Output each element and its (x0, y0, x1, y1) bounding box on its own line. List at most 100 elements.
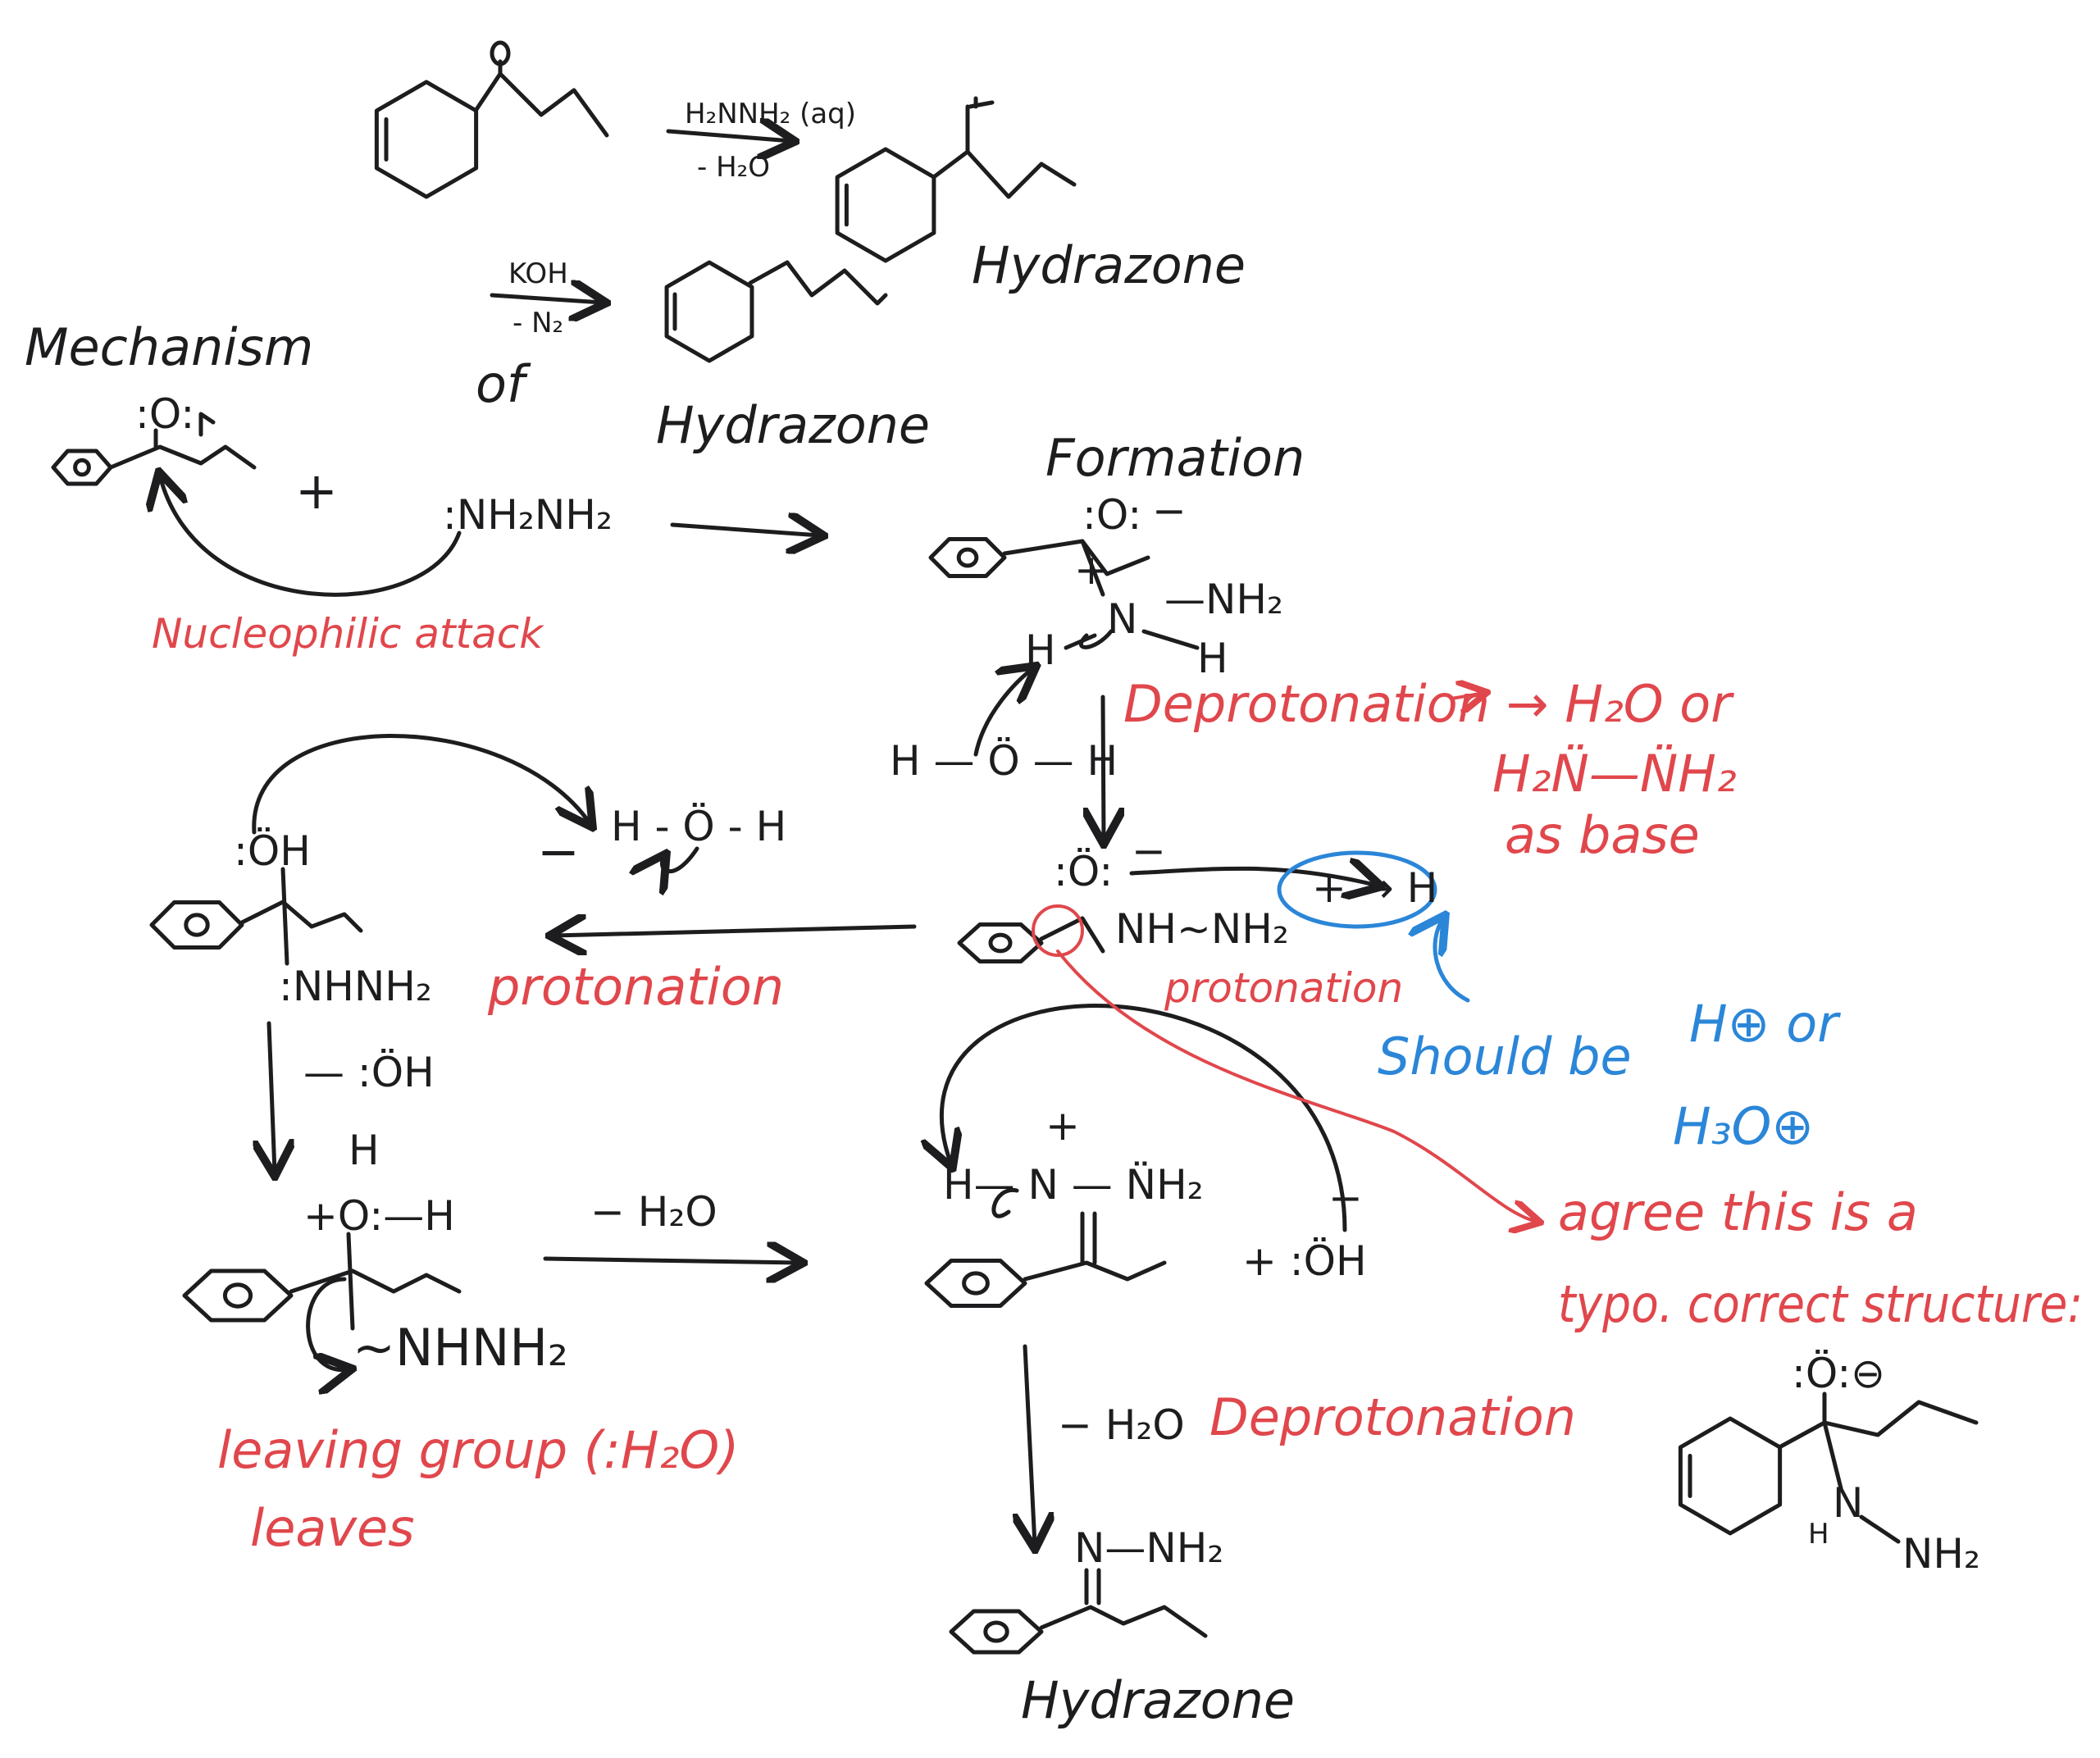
int5-to-final-arrow (1025, 1344, 1035, 1546)
final-benzene-ring-aromatic-circle (983, 1620, 1009, 1643)
step1-electron-arrow (198, 412, 216, 437)
int4-vertical-bond (346, 1232, 355, 1331)
deprotonation-arrow (1103, 695, 1104, 840)
reagent-minus-water: - H₂O (697, 151, 770, 184)
int3-nhnh2: :NHNH₂ (279, 963, 432, 1010)
int1-n-curl (1079, 629, 1114, 649)
correct-structure-chain (1777, 1400, 1979, 1450)
int2-chain: NH∼NH₂ (1115, 905, 1289, 953)
hydrazone-chain (932, 149, 1077, 199)
title-mechanism: Mechanism (25, 317, 313, 377)
ketone-benzene-ring (374, 80, 479, 199)
int5-chain (1023, 1260, 1167, 1282)
final-hydrazone-label: Hydrazone (1021, 1670, 1295, 1730)
int2-benzene-ring (957, 922, 1044, 963)
int2-oxygen: :Ö: (1054, 848, 1113, 895)
blue-comment-should-be: Should be (1378, 1027, 1632, 1086)
reaction-arrow-1 (666, 131, 791, 141)
int2-protonation-label: protonation (1164, 964, 1403, 1012)
int1-water: H — Ö — H (890, 737, 1118, 785)
int1-h-left: H (1025, 626, 1056, 674)
step1-annotation: Nucleophilic attack (152, 610, 544, 658)
butylbenzene-chain (748, 260, 888, 306)
product-hydrazone-label: Hydrazone (972, 235, 1246, 295)
int4-h-top: H (348, 1127, 380, 1174)
reagent-minus-n2: - N₂ (512, 307, 563, 339)
int5-minus-water: − H₂O (1058, 1401, 1185, 1449)
step1-reaction-arrow (670, 525, 820, 535)
step1-chain (108, 444, 257, 470)
final-benzene-ring (949, 1609, 1044, 1655)
int4-benzene-ring (182, 1268, 294, 1323)
int1-benzene-ring (928, 537, 1007, 578)
int2-benzene-ring-aromatic-circle (988, 932, 1013, 954)
final-chain (1039, 1605, 1208, 1638)
correct-structure-cn-bond (1822, 1420, 1843, 1491)
int4-leaving-group-label: leaving group (:H₂O) (217, 1420, 739, 1480)
reagent-hydrazine: H₂NNH₂ (aq) (685, 98, 856, 130)
int3-to-int4-arrow (269, 1021, 275, 1173)
int1-n-plus: + (1074, 546, 1109, 594)
title-formation: Formation (1045, 428, 1305, 488)
int5-iminium: H— N — N̈H₂ (943, 1161, 1204, 1209)
step1-benzene-ring-aromatic-circle (73, 458, 91, 477)
int1-benzene-ring-aromatic-circle (956, 547, 979, 568)
correct-structure-oxygen: :Ö:⊖ (1792, 1350, 1885, 1397)
structure-drawings (51, 40, 1979, 1655)
int1-oxygen-charge: − (1152, 487, 1187, 535)
int2-proton: + → H (1312, 864, 1437, 912)
title-hydrazone: Hydrazone (656, 395, 930, 455)
final-hydrazine-group: N—NH₂ (1074, 1524, 1223, 1572)
int3-vertical-bond (280, 867, 289, 966)
int3-benzene-ring-aromatic-circle (184, 913, 210, 937)
red-comment-agree: agree this is a (1558, 1182, 1918, 1242)
deprotonation-base-hydrazine: H₂N̈—N̈H₂ (1492, 744, 1737, 804)
int4-curl-arrow (306, 1277, 348, 1370)
correct-structure-h: H (1808, 1518, 1829, 1551)
int3-protonation-label: protonation (487, 957, 784, 1017)
int3-curl-arrow (662, 849, 699, 872)
int5-benzene-ring (924, 1259, 1027, 1308)
step1-nucleophilic-arrow (160, 476, 462, 597)
int3-benzene-ring (149, 900, 244, 950)
int2-blue-circle (1277, 850, 1437, 929)
int5-hydroxide: + :ÖH (1242, 1237, 1367, 1285)
int5-electron-arrow (941, 1004, 1347, 1232)
int3-hydroxide: — :ÖH (303, 1049, 435, 1096)
blue-comment-h-plus: H⊕ or (1689, 994, 1841, 1054)
int2-oxygen-charge: − (1132, 827, 1166, 875)
red-comment-typo: typo. correct structure: (1558, 1274, 2083, 1334)
int1-cn-bond (1080, 539, 1105, 597)
blue-comment-h3o: H₃O⊕ (1673, 1096, 1814, 1156)
int1-chain (1002, 539, 1150, 576)
int4-to-int5-arrow (543, 1259, 799, 1263)
int3-electron-arrow (252, 734, 590, 832)
int1-nh-bond (1141, 629, 1200, 650)
int4-oxonium: +O:—H (303, 1192, 455, 1240)
step1-benzene-ring (51, 449, 113, 486)
reagent-koh: KOH (508, 257, 568, 290)
int3-dash: − (537, 822, 580, 881)
int2-electron-arrow (1129, 868, 1378, 886)
int5-deprotonation-label: Deprotonation (1209, 1387, 1576, 1447)
int4-chain (289, 1268, 462, 1294)
step1-carbonyl-oxygen: :O: (135, 390, 194, 438)
ketone-chain (473, 71, 609, 138)
correct-structure-nn-bond (1859, 1514, 1901, 1544)
hydrazone-nn-bond (968, 100, 995, 109)
ketone-oxygen (490, 40, 511, 66)
int1-nh2: —NH₂ (1164, 576, 1283, 623)
int1-water-arrow (973, 668, 1033, 757)
int5-plus: + (1045, 1102, 1080, 1150)
correct-structure-benzene-ring (1678, 1416, 1783, 1536)
int1-n: N (1107, 595, 1137, 643)
int3-water: H - Ö - H (611, 803, 786, 850)
correct-structure-n: N (1833, 1479, 1863, 1527)
int1-oxygen: :O: (1082, 491, 1141, 539)
blue-comment-arrow (1435, 918, 1470, 1003)
int4-benzene-ring-aromatic-circle (222, 1282, 253, 1309)
butylbenzene-ring (664, 260, 754, 363)
int4-leaves-label: leaves (250, 1498, 415, 1558)
int5-n-curl (991, 1187, 1019, 1218)
